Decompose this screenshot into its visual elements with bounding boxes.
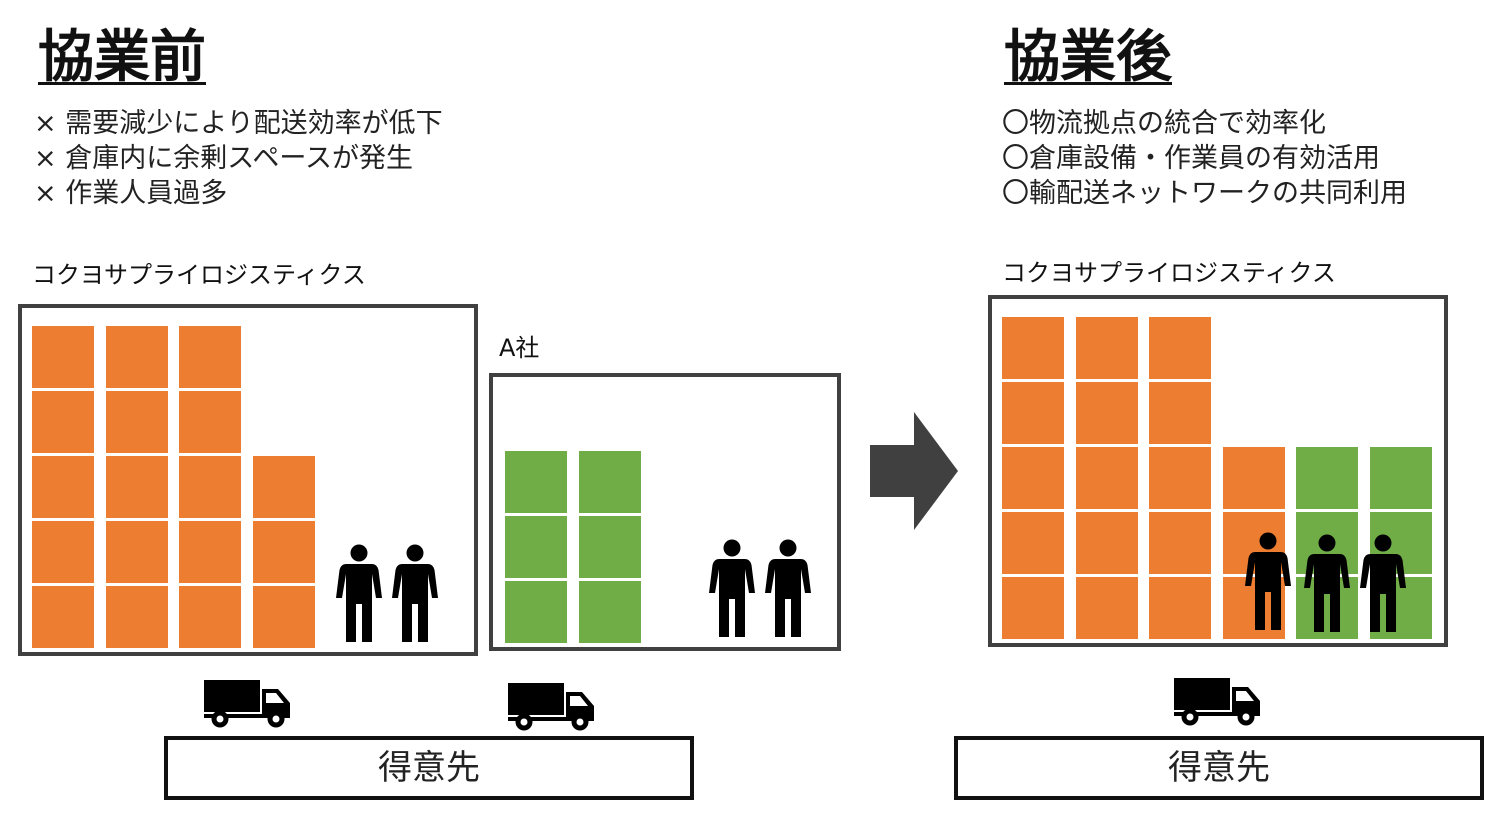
stock-cell bbox=[32, 391, 94, 453]
stock-cell bbox=[252, 456, 315, 518]
stock-cell bbox=[1002, 512, 1064, 574]
stock-cell bbox=[32, 586, 94, 648]
partner-warehouse bbox=[489, 373, 841, 651]
before-bullet: × 倉庫内に余剰スペースが発生 bbox=[34, 143, 413, 174]
stock-cell bbox=[179, 586, 241, 648]
stock-cell bbox=[32, 521, 94, 583]
stock-cell bbox=[179, 326, 241, 388]
stock-cell bbox=[105, 521, 168, 583]
stock-cell bbox=[1002, 447, 1064, 509]
stock-cell bbox=[105, 586, 168, 648]
stock-cell bbox=[1075, 317, 1138, 379]
stock-cell bbox=[505, 581, 567, 643]
after-heading: 協業後 bbox=[1004, 25, 1172, 90]
person-icon bbox=[1245, 532, 1291, 630]
stock-cell bbox=[1149, 382, 1211, 444]
stock-cell bbox=[578, 451, 641, 513]
stock-cell bbox=[179, 521, 241, 583]
before-kokuyo-warehouse bbox=[18, 304, 478, 656]
stock-cell bbox=[1002, 577, 1064, 639]
after-bullet: 〇輸配送ネットワークの共同利用 bbox=[1002, 178, 1407, 209]
stock-cell bbox=[1075, 512, 1138, 574]
before-kokuyo-label: コクヨサプライロジスティクス bbox=[32, 261, 366, 289]
stock-cell bbox=[179, 456, 241, 518]
after-bullet-list: 〇物流拠点の統合で効率化 〇倉庫設備・作業員の有効活用 〇輸配送ネットワークの共… bbox=[1002, 106, 1407, 211]
stock-cell bbox=[578, 581, 641, 643]
destination-label: 得意先 bbox=[378, 748, 480, 788]
before-destination-box: 得意先 bbox=[164, 736, 694, 800]
stock-cell bbox=[105, 391, 168, 453]
stock-cell bbox=[1002, 317, 1064, 379]
after-bullet: 〇倉庫設備・作業員の有効活用 bbox=[1002, 143, 1380, 174]
stock-cell bbox=[1149, 447, 1211, 509]
stock-cell bbox=[1075, 382, 1138, 444]
stock-cell bbox=[1075, 577, 1138, 639]
stock-cell bbox=[1075, 447, 1138, 509]
person-icon bbox=[1360, 534, 1406, 632]
person-icon bbox=[765, 539, 811, 637]
after-bullet: 〇物流拠点の統合で効率化 bbox=[1002, 108, 1326, 139]
stock-cell bbox=[252, 586, 315, 648]
stock-cell bbox=[179, 391, 241, 453]
right-arrow-icon bbox=[870, 412, 958, 530]
stock-cell bbox=[1002, 382, 1064, 444]
stock-cell bbox=[252, 521, 315, 583]
stock-cell bbox=[578, 516, 641, 578]
truck-icon bbox=[508, 683, 596, 731]
stock-cell bbox=[505, 516, 567, 578]
stock-cell bbox=[1222, 447, 1285, 509]
person-icon bbox=[709, 539, 755, 637]
stock-cell bbox=[32, 326, 94, 388]
person-icon bbox=[336, 544, 382, 642]
before-bullet: × 作業人員過多 bbox=[34, 178, 228, 209]
after-kokuyo-label: コクヨサプライロジスティクス bbox=[1002, 259, 1336, 287]
person-icon bbox=[1304, 534, 1350, 632]
stock-cell bbox=[105, 326, 168, 388]
stock-cell bbox=[32, 456, 94, 518]
before-bullet-list: × 需要減少により配送効率が低下 × 倉庫内に余剰スペースが発生 × 作業人員過… bbox=[34, 106, 443, 211]
stock-cell bbox=[1149, 577, 1211, 639]
after-combined-warehouse bbox=[988, 295, 1448, 647]
before-heading: 協業前 bbox=[38, 25, 206, 90]
destination-label: 得意先 bbox=[1168, 748, 1270, 788]
stock-cell bbox=[505, 451, 567, 513]
after-destination-box: 得意先 bbox=[954, 736, 1484, 800]
stock-cell bbox=[1296, 447, 1358, 509]
truck-icon bbox=[1174, 678, 1262, 726]
stock-cell bbox=[1369, 447, 1432, 509]
stock-cell bbox=[1149, 317, 1211, 379]
person-icon bbox=[392, 544, 438, 642]
partner-label: A社 bbox=[499, 334, 540, 362]
stock-cell bbox=[1149, 512, 1211, 574]
before-bullet: × 需要減少により配送効率が低下 bbox=[34, 108, 443, 139]
truck-icon bbox=[204, 680, 292, 728]
stock-cell bbox=[105, 456, 168, 518]
